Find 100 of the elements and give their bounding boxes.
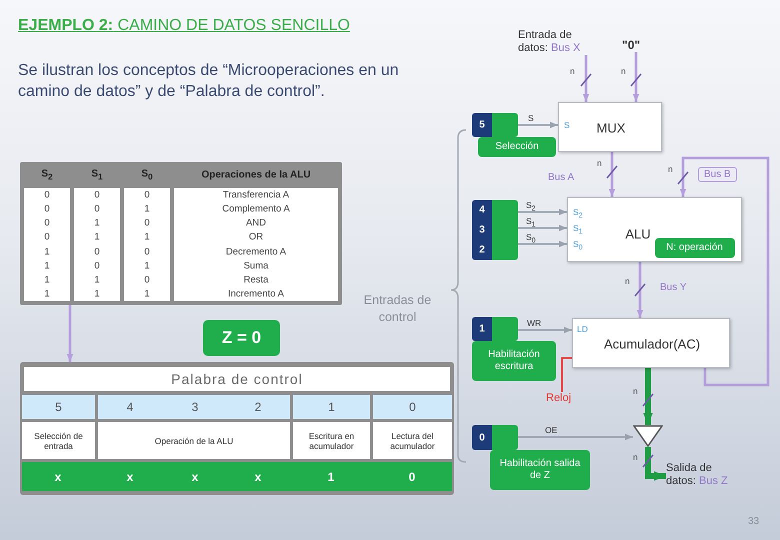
- bit-number: 1: [479, 324, 485, 334]
- bus-width-label: n: [633, 386, 638, 396]
- operation-name: Incremento A: [228, 288, 284, 300]
- edge-label: Bus Y: [660, 282, 686, 293]
- edge-label: S$_{1}$: [526, 216, 536, 229]
- mux-block: [558, 102, 662, 152]
- control-line: [518, 326, 572, 334]
- constant-input-label: "0": [622, 38, 640, 52]
- bit-value: 0: [144, 274, 150, 286]
- bus-width-label: n: [570, 66, 575, 76]
- bit-value: 1: [94, 288, 100, 300]
- bit-number: 5: [22, 395, 95, 419]
- bit-number: 1: [293, 395, 370, 419]
- block-title: ALU: [625, 226, 651, 242]
- bus-arrow: [632, 52, 640, 102]
- control-label: Selección: [478, 137, 556, 157]
- clock-label: Reloj: [546, 392, 572, 404]
- control-tag: [472, 200, 518, 260]
- bus-arrow: [608, 152, 616, 197]
- bit-value: 1: [44, 246, 50, 258]
- group-label: Entradas de control: [362, 292, 432, 326]
- bit-value: 0: [44, 190, 50, 201]
- pin-label: S$_{2}$: [573, 207, 583, 220]
- operation-name: AND: [246, 218, 266, 229]
- bit-number: 3: [192, 400, 198, 414]
- control-line: [518, 240, 567, 248]
- control-tag: [472, 425, 518, 450]
- bit-value: 1: [94, 218, 100, 229]
- control-line: [518, 224, 567, 232]
- block-title: Acumulador(AC): [604, 336, 700, 352]
- control-line: [518, 122, 558, 128]
- bit-value: 1: [144, 232, 150, 243]
- column-header: Operaciones de la ALU: [201, 170, 311, 180]
- bus-arrow: [680, 156, 770, 386]
- page-number: 33: [748, 516, 760, 527]
- block-title: MUX: [596, 120, 626, 136]
- bit-number: 3: [479, 224, 485, 236]
- bit-value: x: [192, 470, 198, 484]
- bit-number: 4: [126, 400, 134, 414]
- control-word-table: [20, 362, 454, 495]
- bit-value: x: [126, 470, 134, 484]
- alu-operations-table: [20, 162, 342, 305]
- bit-value: 0: [44, 204, 50, 215]
- bit-value: 1: [44, 260, 50, 272]
- control-label: N: operación: [654, 238, 734, 258]
- bit-number: 2: [254, 400, 262, 414]
- bit-value: 1: [144, 288, 150, 300]
- bus-width-label: n: [668, 164, 673, 174]
- bit-value: 0: [94, 260, 100, 272]
- bit-value: 0: [144, 190, 150, 201]
- slide-title: EJEMPLO 2: CAMINO DE DATOS SENCILLO: [18, 17, 350, 35]
- field-name: Escritura en acumulador: [293, 422, 370, 459]
- bit-value: 0: [144, 246, 150, 258]
- tristate-buffer: [633, 425, 663, 447]
- control-tag: [472, 317, 518, 341]
- control-line: [518, 434, 633, 440]
- bus-arrow: [636, 262, 644, 318]
- bus-arrow: [643, 368, 653, 425]
- bit-value: 1: [94, 232, 100, 243]
- bit-value: 0: [44, 218, 50, 229]
- bit-value: 0: [94, 204, 100, 215]
- bit-value: x: [54, 470, 62, 484]
- edge-label: OE: [545, 425, 558, 435]
- bit-value: 1: [94, 274, 100, 286]
- bus-arrow: [645, 447, 666, 481]
- bit-number: 5: [479, 120, 485, 130]
- pin-label: S: [564, 120, 570, 130]
- subtitle-text: Se ilustran los conceptos de “Microoperaciones en un camino de datos” y de “Palabra de control”.: [18, 61, 400, 102]
- edge-label: WR: [527, 318, 542, 328]
- control-tag: [472, 113, 518, 137]
- bus-label: Salida de datos: Bus Z: [666, 462, 738, 488]
- clock-line: [561, 357, 572, 392]
- edge-label: S$_{0}$: [526, 232, 536, 245]
- control-line: [518, 208, 567, 216]
- bus-width-label: n: [625, 276, 630, 286]
- bit-value: 0: [44, 232, 50, 243]
- bit-value: 1: [328, 470, 334, 484]
- edge-label: Bus B: [698, 167, 737, 182]
- bus-label: Entrada de datos: Bus X: [518, 29, 592, 55]
- bit-value: 1: [144, 204, 150, 215]
- bus-arrow: [66, 305, 74, 362]
- bus-width-label: n: [597, 158, 602, 168]
- bit-number: 0: [479, 432, 485, 443]
- edge-label: Bus A: [548, 172, 574, 183]
- table-title: Palabra de control: [24, 367, 450, 391]
- bit-number: 0: [373, 395, 452, 419]
- column-header: S$_{1}$: [91, 168, 103, 182]
- operation-name: Complemento A: [222, 204, 290, 215]
- operation-name: Transferencia A: [222, 190, 290, 201]
- field-name: Selección de entrada: [22, 422, 95, 459]
- column-header: S$_{2}$: [41, 168, 53, 182]
- bit-value: 0: [408, 470, 416, 484]
- bit-value: 1: [144, 260, 150, 272]
- bus-width-label: n: [633, 452, 638, 462]
- bus-arrow: [582, 55, 590, 102]
- operation-name: Resta: [244, 274, 268, 286]
- pin-label: S$_{1}$: [573, 223, 583, 236]
- edge-label: S: [528, 113, 534, 123]
- bus-width-label: n: [621, 66, 626, 76]
- bit-number: 2: [479, 244, 485, 256]
